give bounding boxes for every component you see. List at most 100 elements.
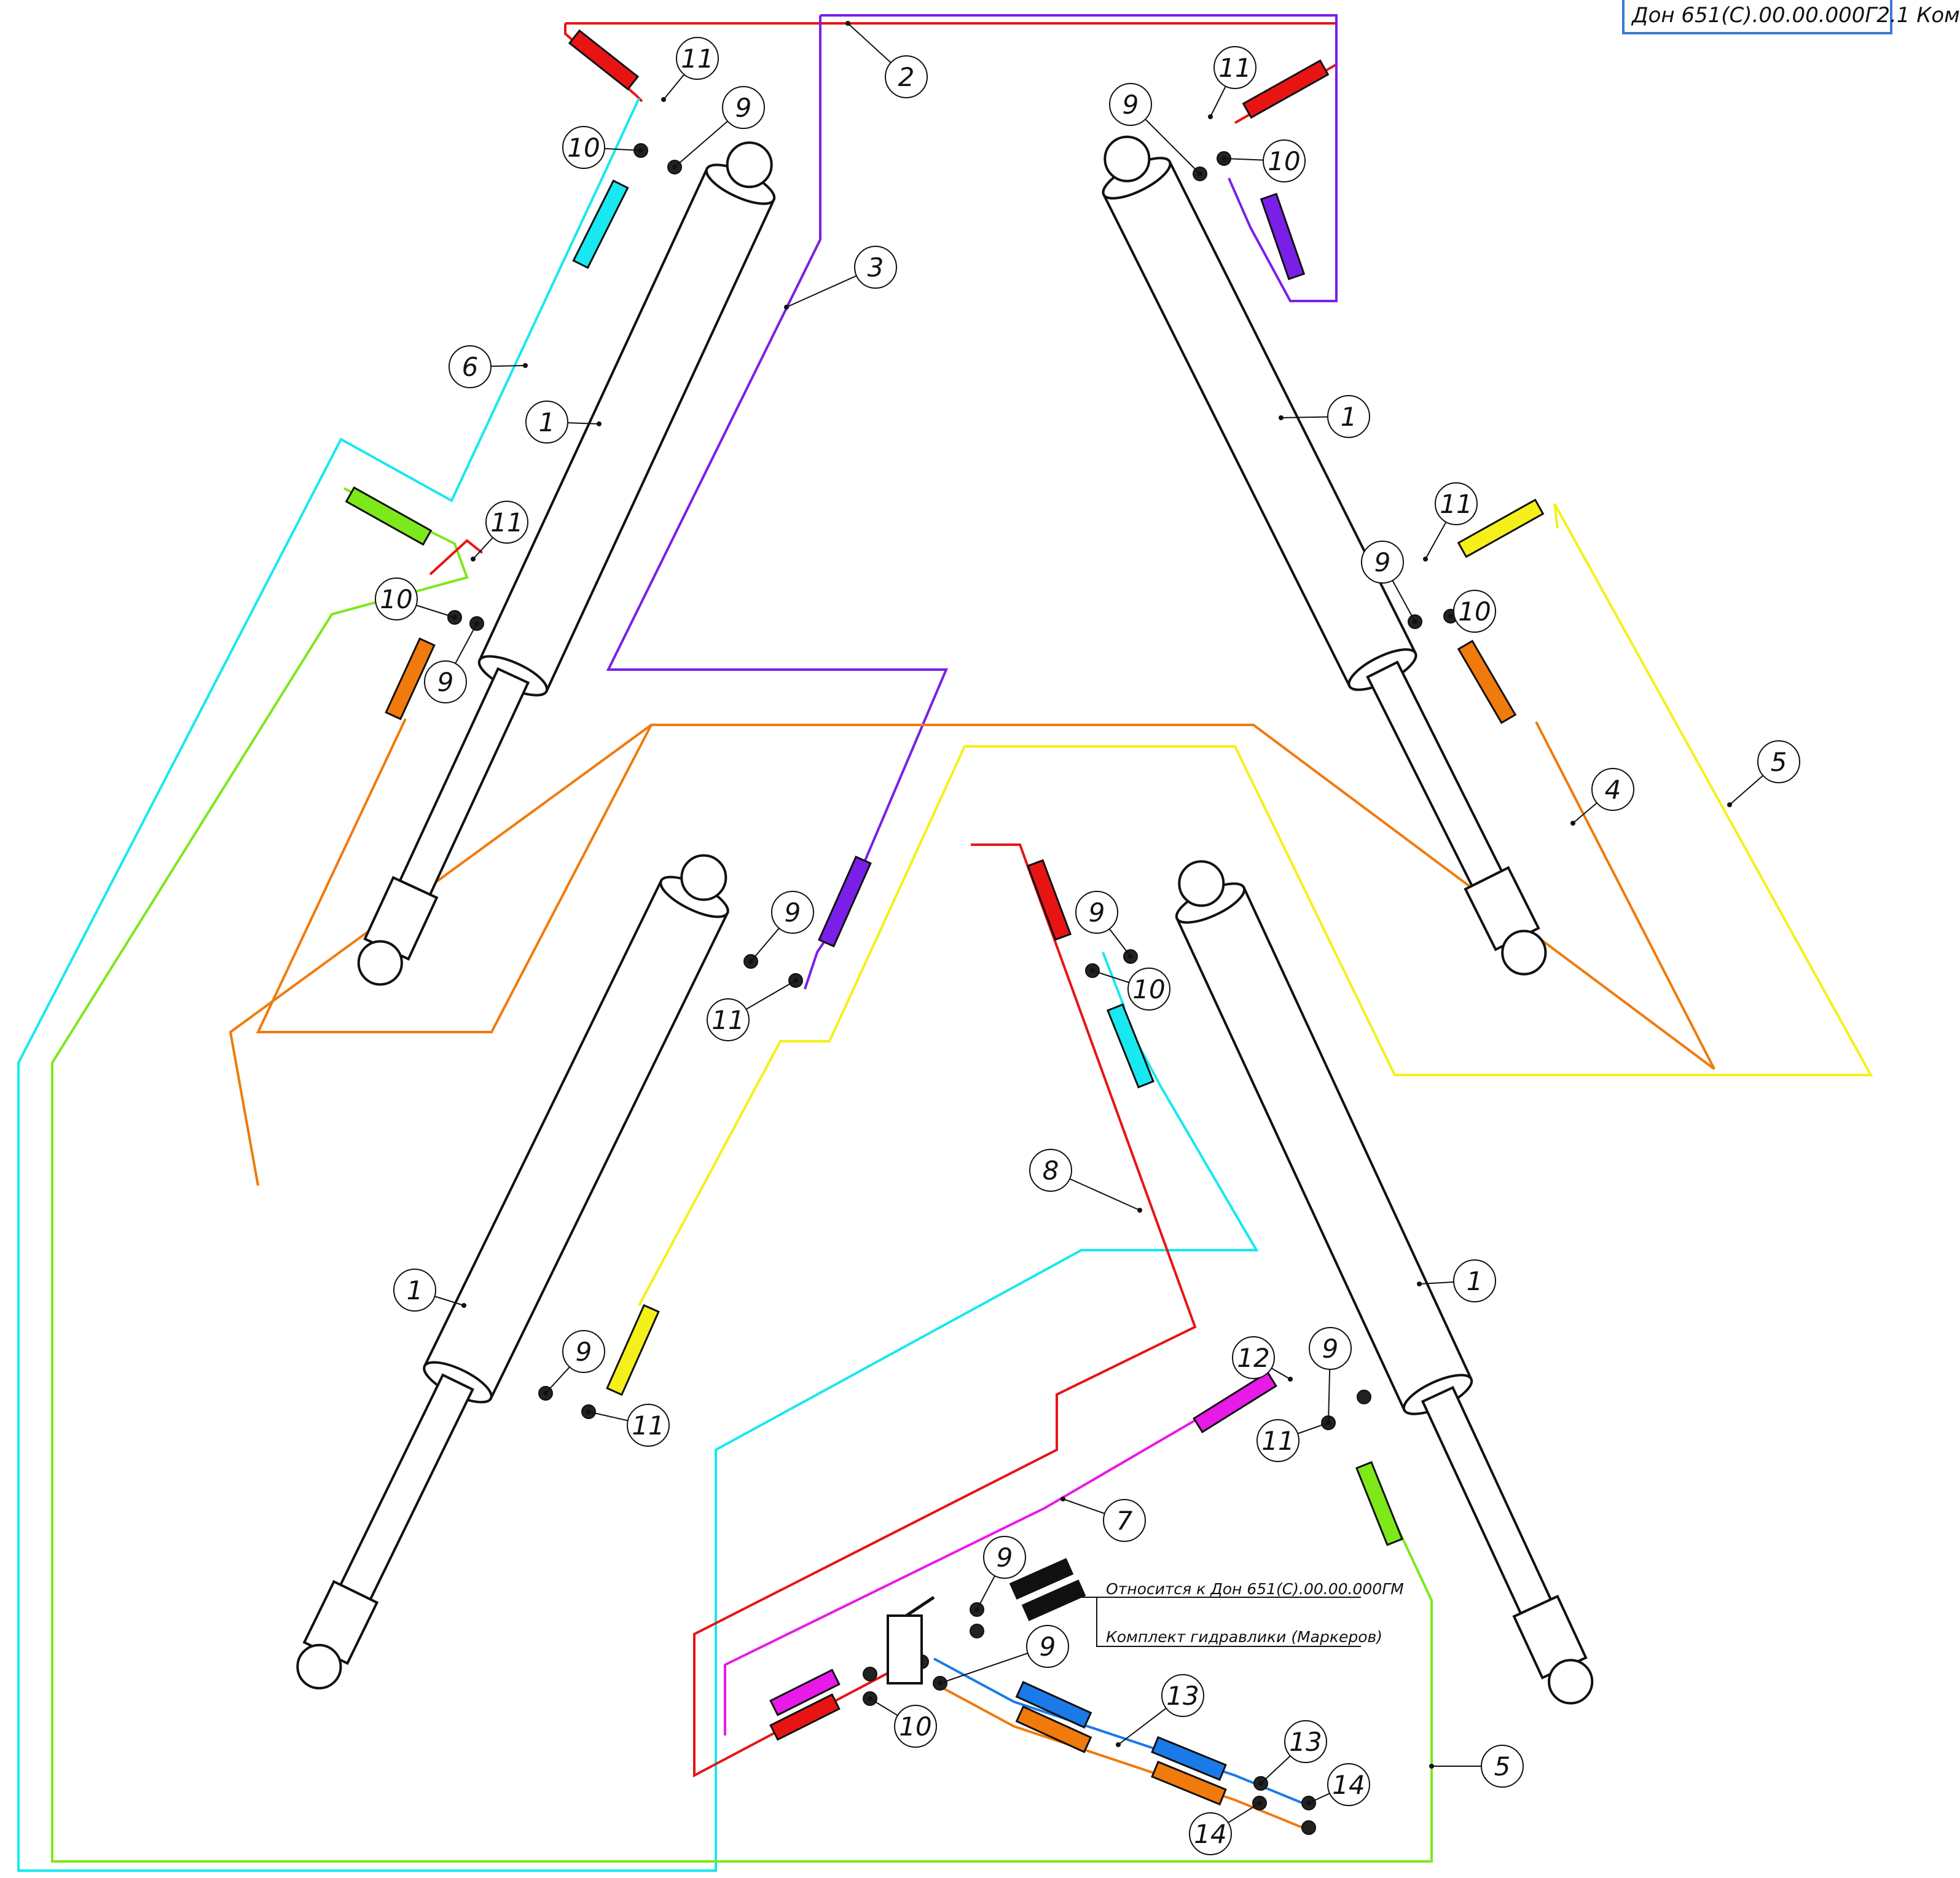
- valve-lever: [905, 1595, 935, 1618]
- callout-anchor-dot: [1417, 1281, 1422, 1286]
- callout-label: 6: [462, 352, 479, 382]
- hose-sleeve-9: [606, 1304, 660, 1396]
- callout-10: 10: [1090, 968, 1170, 1011]
- callout-10: 10: [1221, 139, 1306, 182]
- callout-10: 10: [375, 577, 457, 620]
- callout-label: 11: [681, 44, 713, 74]
- hose-sleeve-20: [1009, 1558, 1074, 1600]
- note-line-1: Относится к Дон 651(С).00.00.000ГМ: [1106, 1580, 1404, 1598]
- callout-label: 10: [899, 1712, 931, 1742]
- callout-label: 3: [868, 252, 884, 283]
- hose-sleeve-5: [1260, 192, 1306, 281]
- callout-anchor-dot: [938, 1681, 943, 1686]
- callout-anchor-dot: [638, 148, 643, 153]
- callout-balloon: [525, 401, 568, 444]
- callout-label: 11: [490, 507, 523, 538]
- callout-anchor-dot: [1279, 415, 1284, 420]
- callout-4: 4: [1570, 768, 1634, 826]
- note-leader-2: [1096, 1597, 1361, 1647]
- callout-anchor-dot: [1413, 619, 1417, 624]
- callout-5: 5: [1429, 1745, 1524, 1788]
- callout-balloon: [1029, 1149, 1072, 1192]
- callout-11: 11: [471, 501, 528, 561]
- callout-6: 6: [449, 345, 528, 388]
- fitting-21: [970, 1624, 984, 1638]
- callout-balloon: [1232, 1336, 1275, 1379]
- callout-balloon: [771, 891, 814, 934]
- callout-label: 9: [1040, 1632, 1056, 1662]
- callout-anchor-dot: [1090, 968, 1095, 973]
- hose-sleeve-12: [1193, 1371, 1277, 1434]
- callout-9: 9: [1361, 541, 1417, 624]
- hose-sleeve-19: [1151, 1761, 1227, 1806]
- hose-4-left: [256, 718, 653, 1033]
- fitting-18: [863, 1667, 877, 1681]
- callout-11: 11: [1208, 46, 1256, 119]
- callout-label: 11: [1261, 1426, 1294, 1456]
- callout-10: 10: [562, 126, 643, 169]
- cylinder-rod-end: [363, 875, 439, 961]
- callout-balloon: [449, 345, 492, 388]
- callout-anchor-dot: [784, 305, 789, 310]
- callout-9: 9: [1309, 1327, 1352, 1425]
- callout-5: 5: [1727, 740, 1800, 807]
- cylinder-mount-eye: [357, 940, 403, 986]
- cylinder-rod-end: [1512, 1594, 1588, 1680]
- callout-11: 11: [1423, 482, 1478, 561]
- callout-anchor-dot: [1326, 1420, 1331, 1425]
- fitting-14: [1357, 1390, 1371, 1404]
- callout-label: 10: [567, 133, 600, 163]
- callout-anchor-dot: [523, 363, 528, 368]
- cylinder-base-mount: [1178, 860, 1225, 907]
- cylinder-rod: [339, 1373, 474, 1602]
- callout-balloon: [627, 1404, 670, 1447]
- callout-balloon: [1481, 1745, 1524, 1788]
- hose-sleeve-0: [568, 29, 640, 91]
- callout-label: 5: [1771, 747, 1787, 777]
- callout-label: 10: [380, 584, 412, 614]
- callout-balloon: [424, 660, 467, 703]
- callout-9: 9: [672, 86, 765, 170]
- hose-sleeve-18: [1151, 1736, 1227, 1781]
- hose-sleeve-7: [1457, 640, 1517, 724]
- hose-8: [693, 843, 1197, 1778]
- hose-sleeve-11: [1106, 1003, 1155, 1089]
- callout-balloon: [1127, 968, 1170, 1011]
- callout-13: 13: [1116, 1674, 1204, 1747]
- callout-1: 1: [393, 1269, 466, 1312]
- callout-9: 9: [748, 891, 814, 964]
- callout-balloon: [1263, 139, 1306, 182]
- callout-balloon: [1757, 740, 1800, 783]
- callout-balloon: [1103, 1499, 1146, 1542]
- callout-label: 11: [1440, 489, 1472, 519]
- callout-balloon: [1327, 1763, 1370, 1806]
- cylinder-rod: [1366, 660, 1503, 888]
- callout-balloon: [1327, 395, 1370, 438]
- hose-sleeve-4: [1242, 59, 1330, 119]
- callout-label: 1: [1341, 402, 1357, 432]
- callout-label: 9: [576, 1337, 592, 1367]
- cylinder-bottom-right: [1175, 860, 1594, 1705]
- callout-balloon: [1453, 590, 1496, 633]
- callout-anchor-dot: [793, 978, 798, 983]
- callout-label: 13: [1289, 1727, 1322, 1757]
- hose-8-cyan: [1102, 952, 1126, 1008]
- callout-balloon: [562, 1330, 605, 1373]
- callout-balloon: [1075, 891, 1118, 934]
- hose-sleeve-2: [345, 486, 433, 546]
- hose-7: [724, 1378, 1267, 1735]
- callout-label: 9: [1123, 90, 1139, 120]
- callout-1: 1: [1417, 1259, 1496, 1302]
- callout-anchor-dot: [461, 1303, 466, 1308]
- callout-anchor-dot: [586, 1409, 591, 1414]
- callout-label: 2: [898, 62, 915, 92]
- callout-anchor-dot: [1221, 156, 1226, 161]
- callout-11: 11: [661, 37, 719, 102]
- callout-label: 10: [1268, 146, 1300, 176]
- cylinder-top-left: [357, 141, 776, 986]
- hose-sleeve-21: [1021, 1579, 1086, 1621]
- callout-9: 9: [543, 1330, 605, 1396]
- callout-label: 1: [1467, 1266, 1483, 1296]
- cylinder-rod: [1421, 1386, 1553, 1615]
